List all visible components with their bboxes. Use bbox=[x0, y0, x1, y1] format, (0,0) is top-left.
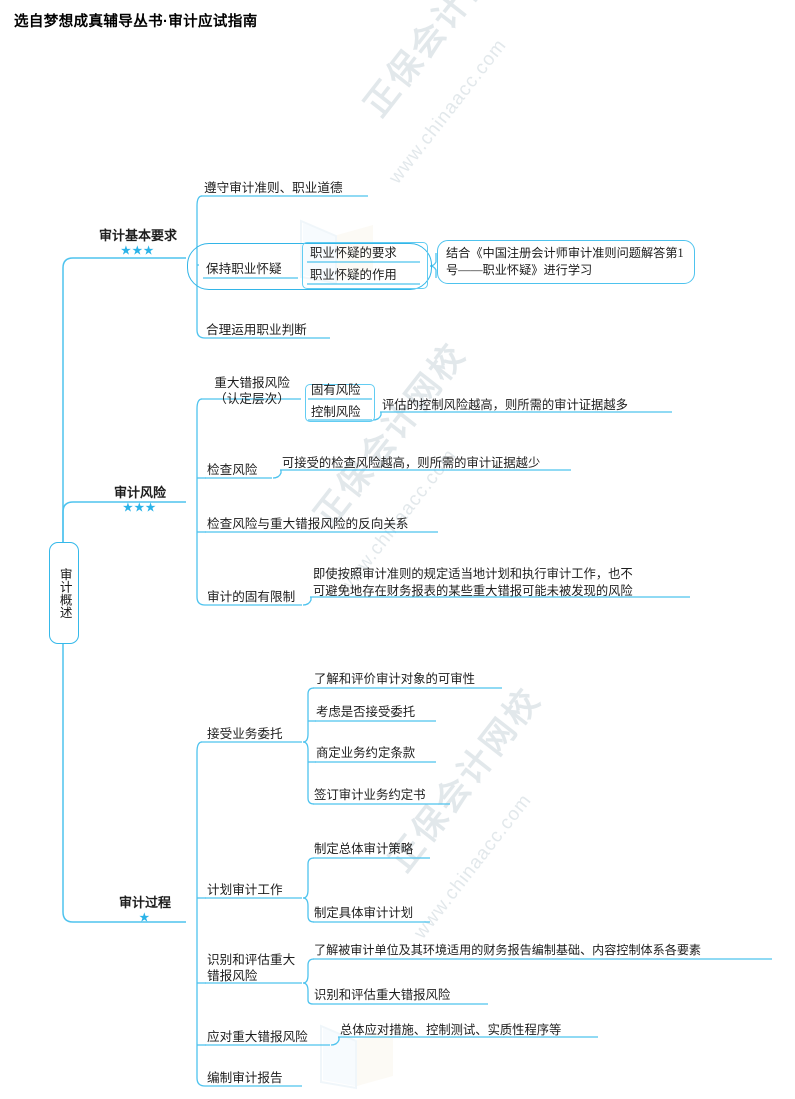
node-auditability[interactable]: 了解和评价审计对象的可审性 bbox=[314, 672, 476, 686]
node-detection-risk[interactable]: 检查风险 bbox=[207, 463, 258, 477]
node-comply-standards[interactable]: 遵守审计准则、职业道德 bbox=[204, 181, 343, 195]
node-skepticism-requirement[interactable]: 职业怀疑的要求 bbox=[310, 246, 397, 260]
edge-yingdui-detail bbox=[330, 1037, 340, 1046]
edge-kongzhi-detail bbox=[372, 412, 382, 421]
node-accept-engagement[interactable]: 接受业务委托 bbox=[207, 727, 283, 741]
node-inherent-limitation[interactable]: 审计的固有限制 bbox=[207, 590, 296, 604]
edge-jihua-down bbox=[302, 897, 315, 923]
node-plan-audit-work[interactable]: 计划审计工作 bbox=[207, 883, 283, 897]
edge-jiancha-detail bbox=[272, 470, 282, 479]
edge-root-to-process bbox=[62, 642, 186, 923]
node-agree-terms[interactable]: 商定业务约定条款 bbox=[316, 746, 416, 760]
node-material-misstatement-risk-line1: 重大错报风险 bbox=[214, 376, 290, 390]
branch-text-audit-process: 审计过程 bbox=[118, 895, 171, 910]
edge-shibie-down bbox=[302, 982, 314, 1005]
detail-inherent-limitation-line1: 即使按照审计准则的规定适当地计划和执行审计工作，也不 bbox=[313, 567, 633, 581]
callout-note-skepticism: 结合《中国注册会计师审计准则问题解答第1号——职业怀疑》进行学习 bbox=[437, 240, 695, 285]
page-title: 选自梦想成真辅导丛书·审计应试指南 bbox=[14, 14, 258, 30]
node-inherent-risk[interactable]: 固有风险 bbox=[311, 383, 361, 397]
highlight-capsule-professional-skepticism bbox=[187, 243, 432, 290]
branch-text-basic-requirements: 审计基本要求 bbox=[98, 228, 177, 243]
detail-inherent-limitation: 即使按照审计准则的规定适当地计划和执行审计工作，也不 可避免地存在财务报表的某些… bbox=[313, 566, 633, 601]
branch-label-audit-risk[interactable]: 审计风险 ★★★ bbox=[100, 485, 180, 514]
edge-jieshou-down bbox=[302, 741, 315, 805]
root-node-audit-overview[interactable]: 审计概述 bbox=[49, 542, 79, 644]
detail-detection-risk: 可接受的检查风险越高，则所需的审计证据越少 bbox=[282, 456, 541, 470]
node-identify-assess-rmm-line1: 识别和评估重大 bbox=[207, 953, 296, 967]
node-professional-judgement[interactable]: 合理运用职业判断 bbox=[206, 323, 307, 337]
edge-root-to-basic bbox=[62, 257, 186, 542]
node-material-misstatement-risk-line2: （认定层次） bbox=[214, 392, 290, 407]
node-control-risk[interactable]: 控制风险 bbox=[311, 405, 361, 419]
node-detailed-audit-plan[interactable]: 制定具体审计计划 bbox=[314, 906, 414, 920]
node-identify-assess-rmm-line2: 错报风险 bbox=[207, 969, 258, 984]
node-inverse-relationship[interactable]: 检查风险与重大错报风险的反向关系 bbox=[207, 517, 409, 531]
root-node-label: 审计概述 bbox=[57, 567, 72, 619]
branch-label-basic-requirements[interactable]: 审计基本要求 ★★★ bbox=[88, 228, 188, 257]
node-overall-audit-strategy[interactable]: 制定总体审计策略 bbox=[314, 842, 414, 856]
edge-shibie-up bbox=[302, 958, 315, 984]
node-prepare-audit-report[interactable]: 编制审计报告 bbox=[207, 1071, 283, 1085]
edge-guyouxianzhi-detail bbox=[302, 597, 312, 606]
edge-huaiyi-to-note-2 bbox=[429, 265, 437, 278]
edge-jieshou-up bbox=[302, 687, 315, 743]
star-rating-audit-risk: ★★★ bbox=[122, 501, 158, 514]
detail-inherent-limitation-line2: 可避免地存在财务报表的某些重大错报可能未被发现的风险 bbox=[313, 584, 633, 599]
node-identify-assess-rmm[interactable]: 识别和评估重大 错报风险 bbox=[207, 952, 295, 984]
node-material-misstatement-risk[interactable]: 重大错报风险 （认定层次） bbox=[198, 375, 306, 407]
node-skepticism-role[interactable]: 职业怀疑的作用 bbox=[310, 268, 397, 282]
star-rating-basic-requirements: ★★★ bbox=[120, 244, 156, 257]
branch-text-audit-risk: 审计风险 bbox=[113, 485, 166, 500]
highlight-box-skepticism-children bbox=[302, 242, 428, 289]
edge-process-spine bbox=[196, 741, 206, 1087]
node-respond-to-rmm[interactable]: 应对重大错报风险 bbox=[207, 1030, 308, 1044]
detail-control-risk: 评估的控制风险越高，则所需的审计证据越多 bbox=[382, 398, 628, 412]
node-maintain-skepticism[interactable]: 保持职业怀疑 bbox=[206, 262, 282, 276]
node-consider-acceptance[interactable]: 考虑是否接受委托 bbox=[316, 705, 416, 719]
branch-label-audit-process[interactable]: 审计过程 ★ bbox=[105, 895, 185, 924]
star-rating-audit-process: ★ bbox=[139, 911, 151, 924]
node-understand-entity[interactable]: 了解被审计单位及其环境适用的财务报告编制基础、内容控制体系各要素 bbox=[314, 943, 702, 957]
edge-risk-spine bbox=[196, 398, 206, 606]
detail-respond-to-rmm: 总体应对措施、控制测试、实质性程序等 bbox=[340, 1023, 562, 1037]
highlight-box-risk-children bbox=[305, 384, 375, 422]
node-sign-engagement-letter[interactable]: 签订审计业务约定书 bbox=[314, 788, 426, 802]
edge-root-to-risk bbox=[62, 501, 186, 542]
edge-jihua-up bbox=[302, 857, 315, 899]
node-identify-assess-risk[interactable]: 识别和评估重大错报风险 bbox=[314, 988, 451, 1002]
